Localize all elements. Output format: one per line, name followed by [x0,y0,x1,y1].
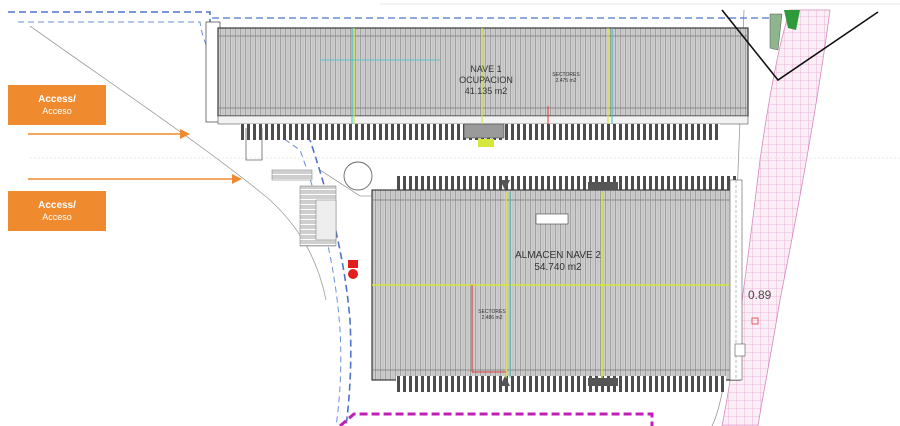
nave2-sector-label: SECTORES 2.486 m2 [472,309,512,321]
access-subtitle: Acceso [42,105,72,116]
nave2-sector-title: SECTORES [478,309,506,315]
access-title: Access/ [38,93,76,105]
road-edge [29,25,327,301]
nave1-name: NAVE 1 [470,64,502,74]
nave1-sector-label: SECTORES 2.475 m2 [544,72,588,84]
nave2-building [371,176,743,392]
nave2-label: ALMACEN NAVE 2 54.740 m2 [498,250,618,274]
nave2-name: ALMACEN NAVE 2 [515,250,601,261]
access-button-2[interactable]: Access/ Acceso [8,191,106,231]
nave1-label: NAVE 1 OCUPACION 41.135 m2 [446,64,526,97]
nave1-use: OCUPACION [459,75,513,85]
adjacent-plot [721,9,831,426]
site-circulation [245,128,759,357]
north-corner-feature [721,9,879,82]
nave2-sector-area: 2.486 m2 [481,315,503,321]
access-button-1[interactable]: Access/ Acceso [8,85,106,125]
nave1-building [205,21,749,147]
lower-plot-boundary [339,412,654,426]
nave1-sector-area: 2.475 m2 [555,78,577,84]
nave1-sector-title: SECTORES [552,72,580,78]
access-title: Access/ [38,199,76,211]
access-subtitle: Acceso [42,211,72,222]
nave2-area: 54.740 m2 [534,262,582,273]
nave1-area: 41.135 m2 [464,86,508,96]
dimension-label: 0.89 [748,288,772,302]
access-arrow-1 [28,129,190,139]
access-arrow-2 [28,174,242,184]
